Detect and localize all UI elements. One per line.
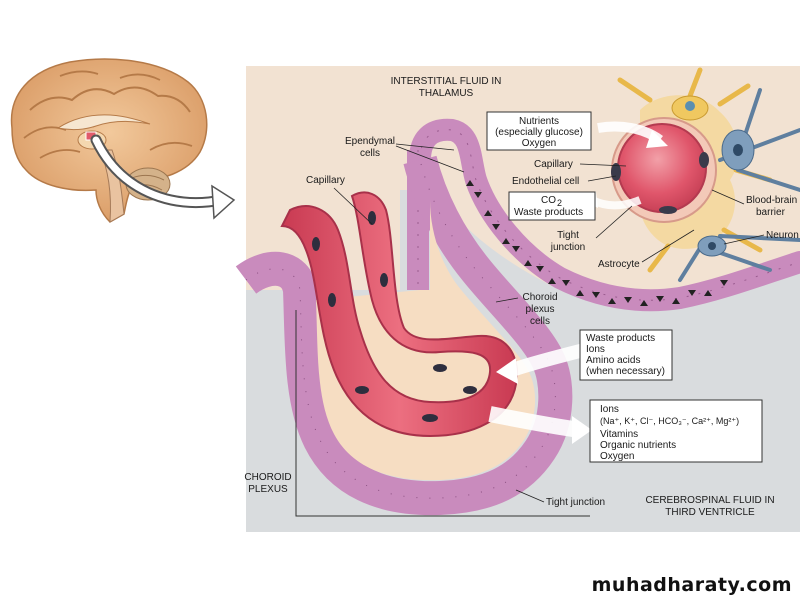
zoom-arrow-head: [211, 184, 236, 220]
choroid-cells-line3: cells: [530, 316, 550, 327]
tight-junction-bottom-leader: [515, 489, 545, 503]
choroid-cells-line2: plexus: [526, 304, 555, 315]
choroid-cells-leader: [495, 297, 519, 303]
ependymal-line2: cells: [360, 148, 380, 159]
tight-junction-top-line1: Tight: [557, 230, 579, 241]
ions-arrow: [488, 406, 582, 438]
co2-box: CO 2 Waste products: [508, 191, 596, 221]
waste-line2: Ions: [586, 344, 605, 355]
endothelial-leader: [587, 175, 617, 182]
ependymal-line1: Ependymal: [345, 136, 395, 147]
waste-line3: Amino acids: [586, 355, 640, 366]
csf-line1: CEREBROSPINAL FLUID IN: [645, 495, 774, 506]
bbb-line1: Blood-brain: [746, 195, 797, 206]
capillary-left-label: Capillary: [306, 175, 345, 186]
tight-junction-bottom-label: Tight junction: [546, 497, 605, 508]
ions-line5: Oxygen: [600, 451, 634, 462]
co2-subscript: 2: [557, 198, 562, 208]
waste-line4: (when necessary): [586, 366, 665, 377]
waste-line1: Waste products: [586, 333, 655, 344]
bbb-leader: [711, 189, 745, 205]
choroid-plexus-bracket: [295, 310, 590, 517]
choroid-plexus: [235, 155, 573, 516]
ependymal-leader-2: [395, 145, 465, 173]
interstitial-fluid-line2: THALAMUS: [419, 88, 474, 99]
ions-line4: Organic nutrients: [600, 440, 676, 451]
astrocyte-leader: [641, 229, 695, 263]
ions-line1: Ions: [600, 404, 619, 415]
capillary-left-leader: [333, 187, 373, 225]
tight-junction-top-line2: junction: [550, 242, 585, 253]
choroid-cells-line1: Choroid: [522, 292, 557, 303]
nutrients-box: Nutrients (especially glucose) Oxygen: [486, 111, 592, 151]
choroid-plexus-line2: PLEXUS: [248, 484, 288, 495]
choroid-plexus-line1: CHOROID: [244, 472, 291, 483]
nutrients-line2: (especially glucose): [495, 127, 583, 138]
capillary-right-label: Capillary: [534, 159, 573, 170]
ions-box: Ions (Na⁺, K⁺, Cl⁻, HCO₃⁻, Ca²⁺, Mg²⁺) V…: [589, 399, 763, 463]
ependymal-leader-1: [395, 143, 455, 151]
capillary-right-leader: [579, 163, 627, 167]
capillary-cross-section: [611, 117, 717, 223]
astrocyte-label: Astrocyte: [598, 259, 640, 270]
neuron-label: Neuron: [766, 230, 799, 241]
nutrients-line1: Nutrients: [519, 116, 559, 127]
bbb-line2: barrier: [756, 207, 786, 218]
capillary-loop: [280, 191, 518, 438]
waste-box: Waste products Ions Amino acids (when ne…: [579, 329, 673, 381]
tight-junction-top-leader: [595, 205, 633, 239]
ions-line2: (Na⁺, K⁺, Cl⁻, HCO₃⁻, Ca²⁺, Mg²⁺): [600, 416, 739, 426]
watermark: muhadharaty.com: [591, 574, 792, 596]
co2-waste-label: Waste products: [514, 207, 583, 218]
endothelial-label: Endothelial cell: [512, 176, 579, 187]
waste-arrow: [509, 343, 586, 377]
co2-label: CO: [541, 195, 556, 206]
csf-line2: THIRD VENTRICLE: [665, 507, 755, 518]
ions-line3: Vitamins: [600, 429, 638, 440]
nutrients-line3: Oxygen: [522, 138, 556, 149]
neuron-leader: [723, 234, 765, 245]
interstitial-fluid-line1: INTERSTITIAL FLUID IN: [391, 76, 502, 87]
